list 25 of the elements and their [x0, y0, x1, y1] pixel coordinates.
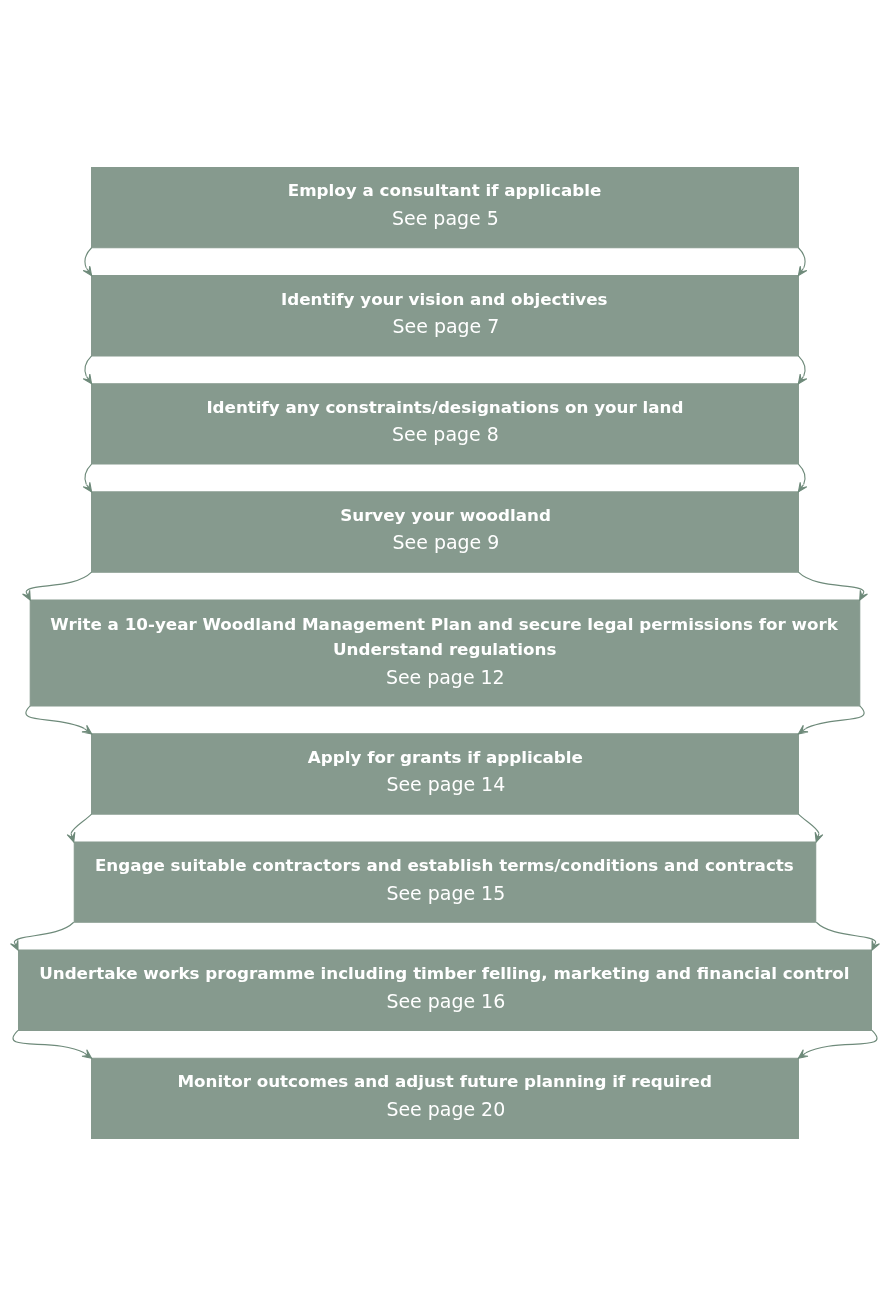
arrow: [82, 247, 93, 277]
node-box: Write a 10-year Woodland Management Plan and secure legal permissions for work Understand regulations See page 12: [29, 599, 861, 707]
arrow: [22, 571, 93, 601]
arrow: [25, 705, 93, 735]
node-box: Survey your woodland See page 9: [91, 491, 799, 573]
arrow: [797, 1029, 878, 1059]
arrow: [82, 463, 93, 493]
node-box: Employ a consultant if applicable See page 5: [91, 166, 799, 249]
node-box: Monitor outcomes and adjust future planning if required See page 20: [91, 1057, 799, 1140]
node-box: Apply for grants if applicable See page 14: [91, 733, 799, 815]
arrow: [82, 355, 93, 385]
node-box: Identify any constraints/designations on your land See page 8: [91, 383, 799, 465]
arrow: [797, 355, 808, 385]
arrow: [66, 813, 93, 843]
arrow: [797, 247, 808, 277]
node-box: Identify your vision and objectives See page 7: [91, 275, 799, 357]
node-box: Engage suitable contractors and establish terms/conditions and contracts See page 15: [73, 841, 817, 923]
node-box: Undertake works programme including timber felling, marketing and financial control See page 16: [18, 949, 872, 1031]
arrow: [10, 921, 75, 951]
arrow: [12, 1029, 93, 1059]
arrow: [797, 463, 808, 493]
arrow: [797, 813, 824, 843]
arrow: [797, 571, 868, 601]
arrow: [797, 705, 865, 735]
arrow: [815, 921, 880, 951]
